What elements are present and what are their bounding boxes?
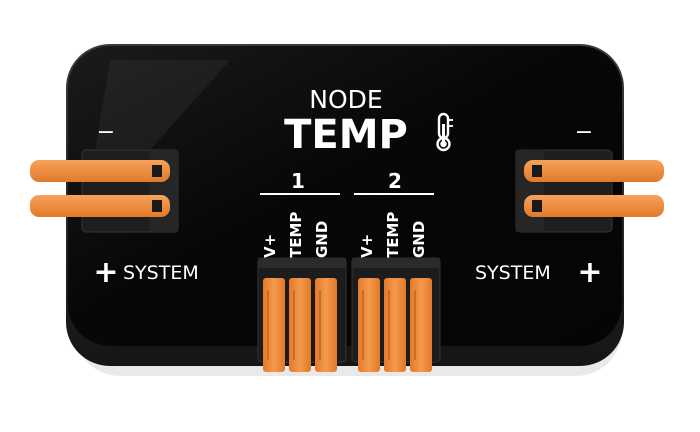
right-lever-bottom[interactable]	[524, 195, 664, 217]
right-minus-symbol: −	[575, 120, 593, 145]
lever-grooves	[267, 290, 416, 360]
right-lever-top[interactable]	[524, 160, 664, 182]
channel-1-number: 1	[291, 169, 305, 193]
channel-1-pin-temp-label: TEMP	[287, 212, 305, 258]
channel-2-temp-lever[interactable]	[384, 278, 406, 372]
channel-1-pin-gnd-label: GND	[313, 221, 331, 258]
right-lever-bottom-slot	[532, 200, 542, 212]
channel-1-pin-vplus-label: V+	[261, 234, 279, 258]
channel-2-gnd-lever[interactable]	[410, 278, 432, 372]
left-system-label: SYSTEM	[123, 262, 199, 284]
device-face	[68, 46, 622, 346]
channel-2-pin-vplus-label: V+	[358, 234, 376, 258]
left-minus-symbol: −	[97, 120, 115, 145]
left-plus-symbol: +	[93, 255, 118, 290]
channel-2-pin-temp-label: TEMP	[384, 212, 402, 258]
right-lever-top-slot	[532, 165, 542, 177]
left-lever-top[interactable]	[30, 160, 170, 182]
right-plus-symbol: +	[577, 255, 602, 290]
title-top: NODE	[309, 85, 382, 114]
channel-2-number: 2	[388, 169, 402, 193]
channel-2-vplus-lever[interactable]	[358, 278, 380, 372]
thermometer-icon	[436, 112, 453, 152]
channel-1-vplus-lever[interactable]	[263, 278, 285, 372]
channel-1-temp-lever[interactable]	[289, 278, 311, 372]
left-lever-bottom-slot	[152, 200, 162, 212]
title-main: TEMP	[284, 112, 408, 158]
left-lever-bottom[interactable]	[30, 195, 170, 217]
channel-1-gnd-lever[interactable]	[315, 278, 337, 372]
glare	[95, 60, 230, 150]
right-system-label: SYSTEM	[475, 262, 551, 284]
channel-2-pin-gnd-label: GND	[410, 221, 428, 258]
left-lever-top-slot	[152, 165, 162, 177]
